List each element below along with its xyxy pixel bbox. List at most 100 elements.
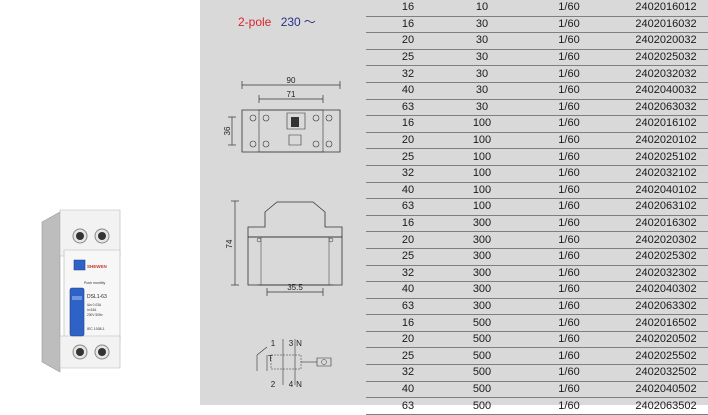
ratio-cell: 1/60 <box>514 0 624 17</box>
residual-current-cell: 30 <box>450 82 514 100</box>
residual-current-cell: 30 <box>450 49 514 67</box>
residual-current-cell: 500 <box>450 314 514 332</box>
ratio-cell: 1/60 <box>514 215 624 233</box>
rated-current-cell: 32 <box>366 364 450 382</box>
order-code-cell: 2402032032 <box>624 65 708 83</box>
dim-rail-width: 35.5 <box>287 283 303 292</box>
rated-current-cell: 32 <box>366 165 450 183</box>
dim-width-outer: 90 <box>287 76 296 85</box>
spec-line-2: In 63A <box>87 308 97 312</box>
rated-current-cell: 40 <box>366 182 450 200</box>
residual-current-cell: 300 <box>450 231 514 249</box>
rated-current-cell: 20 <box>366 331 450 349</box>
order-code-cell: 2402040102 <box>624 182 708 200</box>
ratio-cell: 1/60 <box>514 381 624 399</box>
order-code-cell: 2402025102 <box>624 148 708 166</box>
front-view-drawing: 90 71 36 <box>223 76 340 152</box>
order-code-cell: 2402032502 <box>624 364 708 382</box>
rated-current-cell: 25 <box>366 148 450 166</box>
rated-current-cell: 63 <box>366 99 450 117</box>
order-code-cell: 2402063502 <box>624 397 708 415</box>
order-code-cell: 2402020102 <box>624 132 708 150</box>
residual-current-cell: 100 <box>450 198 514 216</box>
residual-current-cell: 100 <box>450 115 514 133</box>
dim-height-side: 74 <box>225 239 234 248</box>
order-code-cell: 2402040302 <box>624 281 708 299</box>
residual-current-cell: 100 <box>450 165 514 183</box>
model-label: DSL1-63 <box>87 294 107 300</box>
ratio-cell: 1/60 <box>514 364 624 382</box>
voltage-label: 230 <box>280 15 301 29</box>
order-code-cell: 2402063302 <box>624 298 708 316</box>
ratio-cell: 1/60 <box>514 397 624 415</box>
dim-width-inner: 71 <box>287 90 296 99</box>
residual-current-cell: 500 <box>450 331 514 349</box>
order-code-cell: 2402016502 <box>624 314 708 332</box>
rated-current-cell: 20 <box>366 132 450 150</box>
residual-current-cell: 30 <box>450 32 514 50</box>
ratio-cell: 1/60 <box>514 281 624 299</box>
order-code-cell: 2402016302 <box>624 215 708 233</box>
rated-current-cell: 40 <box>366 381 450 399</box>
ratio-cell: 1/60 <box>514 314 624 332</box>
order-code-cell: 2402020502 <box>624 331 708 349</box>
residual-current-cell: 300 <box>450 215 514 233</box>
residual-current-cell: 500 <box>450 364 514 382</box>
order-code-cell: 2402032302 <box>624 265 708 283</box>
product-photo-panel: SHEWEN Push monthly DSL1-63 IΔn 0.03A In… <box>0 0 200 405</box>
rated-current-cell: 40 <box>366 82 450 100</box>
order-code-cell: 2402040032 <box>624 82 708 100</box>
spec-line-1: IΔn 0.03A <box>87 303 102 307</box>
ratio-cell: 1/60 <box>514 198 624 216</box>
push-label: Push monthly <box>84 281 105 285</box>
rated-current-cell: 16 <box>366 314 450 332</box>
residual-current-cell: 30 <box>450 65 514 83</box>
residual-current-cell: 300 <box>450 248 514 266</box>
residual-current-cell: 300 <box>450 281 514 299</box>
rated-current-cell: 16 <box>366 0 450 17</box>
order-code-cell: 2402040502 <box>624 381 708 399</box>
order-code-cell: 2402025502 <box>624 347 708 366</box>
ratio-cell: 1/60 <box>514 165 624 183</box>
ratio-cell: 1/60 <box>514 99 624 117</box>
terminal-bottom-4: 4 <box>289 380 294 389</box>
order-code-cell: 2402020302 <box>624 231 708 249</box>
rated-current-cell: 16 <box>366 115 450 133</box>
residual-current-cell: 30 <box>450 99 514 117</box>
terminal-top-1: 1 <box>271 339 276 348</box>
residual-current-cell: 300 <box>450 265 514 283</box>
order-code-cell: 2402063032 <box>624 99 708 117</box>
ratio-cell: 1/60 <box>514 248 624 266</box>
rated-current-cell: 20 <box>366 32 450 50</box>
residual-current-cell: 300 <box>450 298 514 316</box>
terminal-bottom-n: N <box>296 380 302 389</box>
residual-current-cell: 500 <box>450 397 514 415</box>
order-code-cell: 2402032102 <box>624 165 708 183</box>
order-code-cell: 2402016102 <box>624 115 708 133</box>
ratio-cell: 1/60 <box>514 49 624 67</box>
ratio-cell: 1/60 <box>514 148 624 166</box>
order-code-cell: 2402025302 <box>624 248 708 266</box>
dim-height-small: 36 <box>223 126 232 135</box>
ratio-cell: 1/60 <box>514 65 624 83</box>
order-code-cell: 2402016012 <box>624 0 708 17</box>
